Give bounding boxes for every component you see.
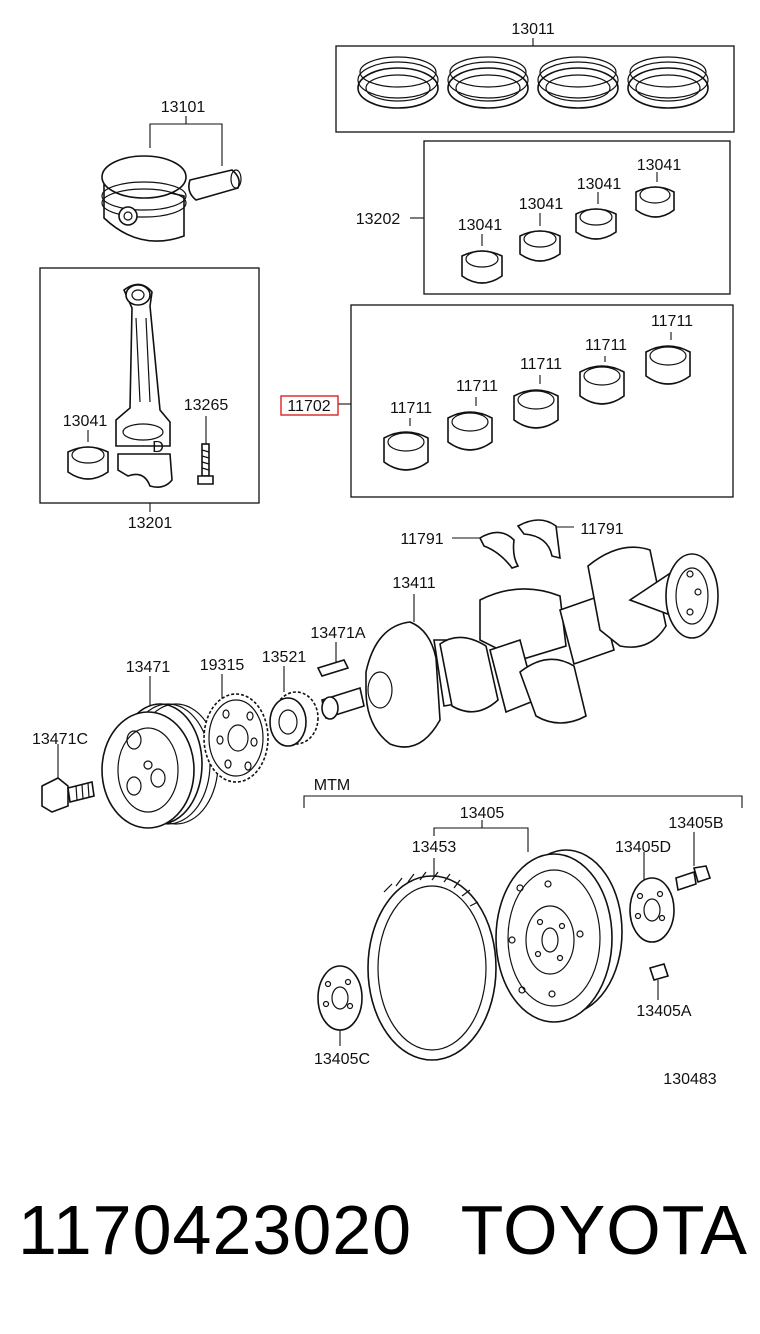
label-11711-c[interactable]: 11711 [520, 356, 562, 373]
label-13405D[interactable]: 13405D [615, 839, 671, 856]
label-13201[interactable]: 13201 [128, 515, 173, 532]
label-11791-left[interactable]: 11791 [400, 531, 443, 548]
piston-ring-set[interactable] [335, 38, 735, 133]
label-13405[interactable]: 13405 [460, 805, 505, 822]
con-rod-bearing-set[interactable] [410, 140, 731, 295]
mtm-bracket [303, 795, 743, 808]
label-13041-a[interactable]: 13041 [458, 217, 503, 234]
label-13202[interactable]: 13202 [356, 211, 401, 228]
label-11702[interactable]: 11702 [287, 398, 330, 415]
label-13471A[interactable]: 13471A [310, 625, 365, 642]
flywheel-plate-d[interactable] [629, 852, 675, 943]
label-13405B[interactable]: 13405B [668, 815, 723, 832]
label-13471[interactable]: 13471 [126, 659, 171, 676]
thrust-washers[interactable] [452, 519, 574, 569]
crankshaft-bearing-set[interactable] [280, 304, 734, 498]
label-13265[interactable]: 13265 [184, 397, 229, 414]
label-13041-rod[interactable]: 13041 [63, 413, 108, 430]
label-13411[interactable]: 13411 [392, 575, 435, 592]
label-13471C[interactable]: 13471C [32, 731, 88, 748]
label-11791-right[interactable]: 11791 [580, 521, 623, 538]
label-11711-b[interactable]: 11711 [456, 378, 498, 395]
label-13405C[interactable]: 13405C [314, 1051, 370, 1068]
label-11711-a[interactable]: 11711 [390, 400, 432, 417]
label-mtm: MTM [314, 777, 350, 794]
piston[interactable] [101, 116, 242, 242]
label-11711-e[interactable]: 11711 [651, 313, 693, 330]
label-13011[interactable]: 13011 [511, 21, 554, 38]
label-13453[interactable]: 13453 [412, 839, 457, 856]
flywheel-bolt[interactable] [675, 832, 712, 892]
brand-name: TOYOTA [460, 1191, 748, 1269]
label-13521[interactable]: 13521 [262, 649, 307, 666]
label-11711-d[interactable]: 11711 [585, 337, 627, 354]
part-number: 1170423020 [18, 1191, 413, 1269]
label-13101[interactable]: 13101 [161, 99, 206, 116]
crankshaft[interactable] [321, 546, 719, 748]
label-13041-b[interactable]: 13041 [519, 196, 564, 213]
cap-letter-d: D [152, 439, 164, 456]
diagram-code: 130483 [663, 1071, 716, 1088]
footer: 1170423020 TOYOTA [18, 1190, 748, 1280]
label-13041-c[interactable]: 13041 [577, 176, 622, 193]
flywheel-ring-gear[interactable] [367, 858, 497, 1061]
crank-timing-sprocket[interactable] [203, 674, 269, 783]
label-19315[interactable]: 19315 [200, 657, 245, 674]
label-13041-d[interactable]: 13041 [637, 157, 682, 174]
crankshaft-pulley[interactable] [101, 676, 219, 829]
flywheel-pin[interactable] [648, 963, 670, 1000]
pulley-bolt[interactable] [41, 744, 95, 813]
flywheel[interactable] [433, 820, 623, 1023]
label-13405A[interactable]: 13405A [636, 1003, 691, 1020]
woodruff-key[interactable] [316, 642, 350, 677]
crankshaft-timing-gear[interactable] [269, 666, 319, 747]
highlight-11702 [280, 395, 339, 416]
flywheel-plate-c[interactable] [317, 965, 363, 1046]
connecting-rod-assembly[interactable]: D [39, 267, 260, 512]
